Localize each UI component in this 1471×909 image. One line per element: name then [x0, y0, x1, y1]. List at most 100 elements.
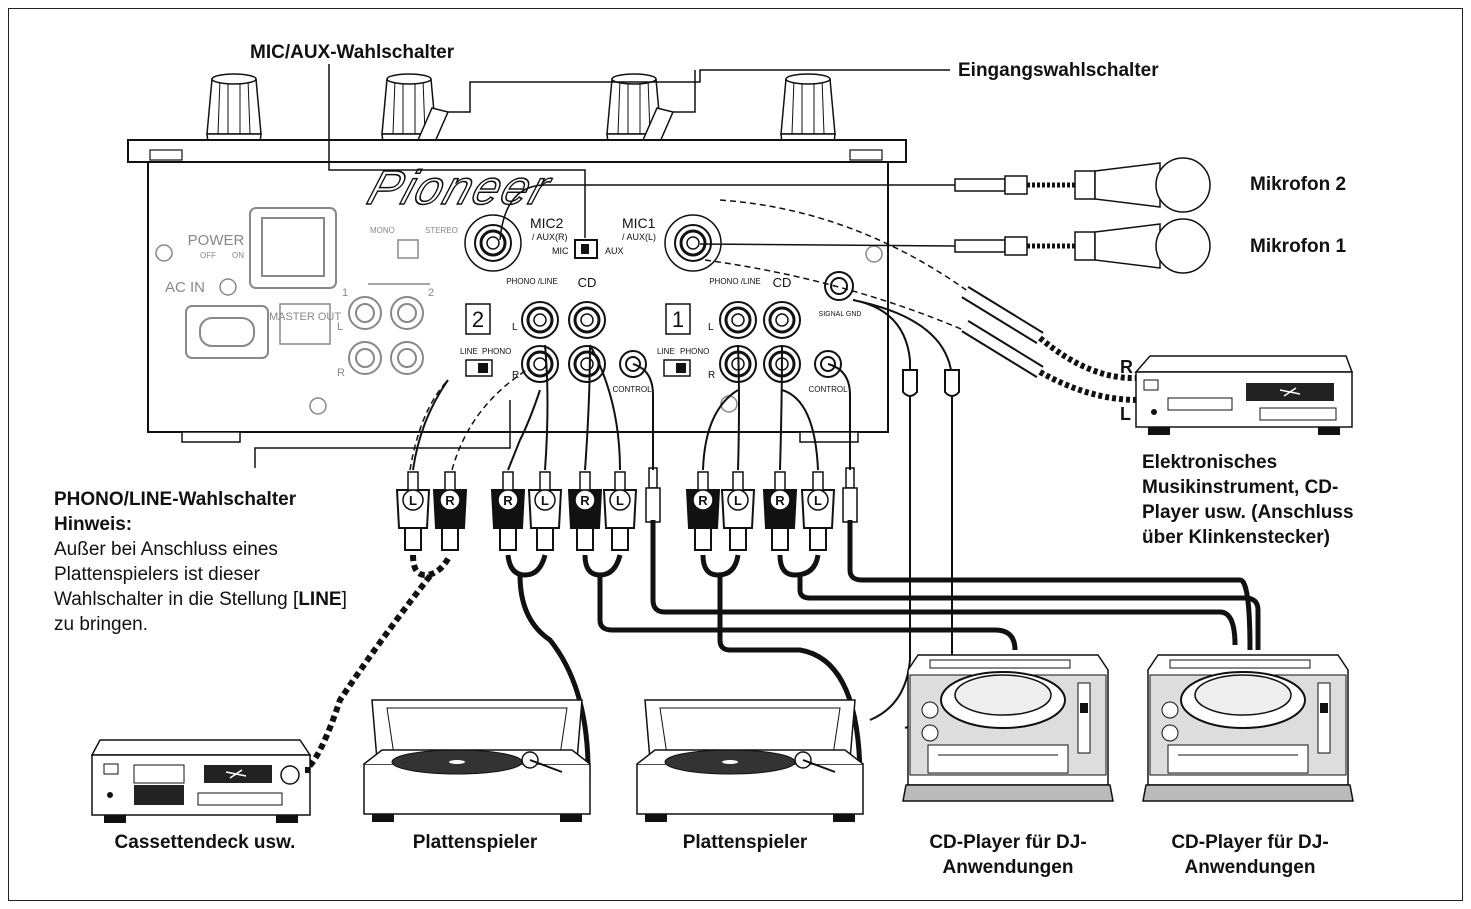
instrument-jack-plugs	[961, 286, 1139, 403]
turntable-right-label: Plattenspieler	[682, 832, 808, 853]
phono-label-1: PHONO	[680, 347, 709, 356]
phono-line-note: PHONO/LINE-Wahlschalter Hinweis: Außer b…	[54, 487, 354, 637]
mic-aux-switch-label: MIC/AUX-Wahlschalter	[250, 42, 455, 63]
microphone-1-label: Mikrofon 1	[1250, 236, 1347, 257]
rca-plug-right: R	[433, 471, 467, 551]
power-off-label: OFF	[200, 251, 216, 260]
phono-line-label-1: PHONO /LINE	[709, 277, 761, 286]
rca-plug-left: L	[721, 471, 755, 551]
ch2-cd-l-jack	[567, 300, 607, 340]
channel-1-l-label: L	[708, 322, 714, 333]
knob-4	[780, 73, 836, 144]
phono-line-label-2: PHONO /LINE	[506, 277, 558, 286]
turntable-left-label: Plattenspieler	[412, 832, 538, 853]
rca-plug-right: R	[686, 471, 720, 551]
note-title: Hinweis:	[54, 514, 133, 535]
callout-line-mic-aux	[328, 64, 586, 238]
aux-switch-label: AUX	[605, 246, 624, 256]
cdj-right	[1142, 654, 1354, 802]
mic-switch-label: MIC	[552, 246, 569, 256]
rca-plug-label: R	[698, 493, 708, 508]
cassette-deck	[90, 739, 312, 823]
ch1-phono-line-l-jack	[718, 300, 758, 340]
rca-plug-label: L	[734, 493, 742, 508]
rca-plug-left: L	[603, 471, 637, 551]
channel-1-r-label: R	[708, 370, 715, 381]
callout-line-input-2	[448, 69, 950, 113]
master-l-label: L	[337, 321, 343, 333]
rca-plug-right: R	[491, 471, 525, 551]
stereo-label: STEREO	[425, 226, 458, 235]
diagram-frame	[8, 8, 1463, 901]
rca-plug-right: R	[763, 471, 797, 551]
control-label-1: CONTROL	[808, 385, 848, 394]
electronic-instrument	[1134, 355, 1354, 435]
channel-2-r-label: R	[512, 370, 519, 381]
master-out-jacks	[348, 296, 424, 375]
mic2-jack	[473, 223, 513, 263]
phono-line-switch-label: PHONO/LINE-Wahlschalter	[54, 489, 297, 510]
ch2-phono-line-r-jack	[520, 344, 560, 384]
mixer-top-lip	[127, 139, 907, 163]
ch2-phono-line-l-jack	[520, 300, 560, 340]
rca-plug-left: L	[801, 471, 835, 551]
jack-l-label: L	[1120, 404, 1131, 424]
jack-r-label: R	[1120, 357, 1133, 377]
cdj-left	[902, 654, 1114, 802]
turntable-left	[363, 699, 591, 823]
plug-cords	[412, 344, 851, 471]
cd-label-2: CD	[578, 275, 597, 290]
microphone-2-label: Mikrofon 2	[1250, 174, 1347, 195]
cdj-right-label: CD-Player für DJ-Anwendungen	[1171, 832, 1329, 878]
cassette-deck-label: Cassettendeck usw.	[114, 832, 296, 853]
rca-plug-label: R	[775, 493, 785, 508]
control-plug	[645, 467, 661, 523]
rca-plug-right: R	[568, 471, 602, 551]
power-on-label: ON	[232, 251, 244, 260]
line-label-1: LINE	[657, 347, 675, 356]
rca-plug-label: R	[503, 493, 513, 508]
channel-1-number: 1	[672, 307, 684, 332]
ground-forks	[902, 369, 960, 397]
aux-r-label: / AUX(R)	[532, 232, 568, 242]
signal-gnd-label: SIGNAL GND	[819, 311, 862, 318]
rca-plug-label: L	[814, 493, 822, 508]
knob-1	[206, 73, 262, 144]
master-out-1-label: 1	[342, 287, 348, 299]
channel-2-l-label: L	[512, 322, 518, 333]
mic1-label: MIC1	[622, 215, 656, 231]
control-plug	[842, 467, 858, 523]
line-label-2: LINE	[460, 347, 478, 356]
cdj-left-label: CD-Player für DJ-Anwendungen	[929, 832, 1087, 878]
input-switch-label: Eingangswahlschalter	[958, 60, 1159, 81]
cd-label-1: CD	[773, 275, 792, 290]
callout-line-phono-line	[254, 400, 511, 468]
electronic-instrument-label: Elektronisches Musikinstrument, CD-Playe…	[1142, 452, 1354, 548]
ac-in-label: AC IN	[165, 279, 205, 296]
ch1-cd-l-jack	[762, 300, 802, 340]
turntable-right	[636, 699, 864, 823]
callout-line-input-1	[673, 70, 696, 113]
master-out-label: MASTER OUT	[269, 311, 341, 323]
mic1-jack	[673, 223, 713, 263]
rca-plug-left: L	[396, 471, 430, 551]
mic2-label: MIC2	[530, 215, 564, 231]
microphone-2	[955, 158, 1210, 212]
control-label-2: CONTROL	[612, 385, 652, 394]
power-label: POWER	[188, 232, 245, 249]
mono-label: MONO	[370, 226, 395, 235]
rca-plug-label: R	[580, 493, 590, 508]
rca-plug-label: L	[541, 493, 549, 508]
rca-plug-label: L	[409, 493, 417, 508]
note-text: Außer bei Anschluss eines Plattenspieler…	[54, 539, 347, 635]
channel-2-number: 2	[472, 307, 484, 332]
phono-label-2: PHONO	[482, 347, 511, 356]
cables	[303, 520, 1261, 783]
rca-plug-label: L	[616, 493, 624, 508]
microphone-1	[955, 219, 1210, 273]
master-out-2-label: 2	[428, 287, 434, 299]
mono-stereo-switch	[397, 239, 419, 259]
rca-plug-label: R	[445, 493, 455, 508]
